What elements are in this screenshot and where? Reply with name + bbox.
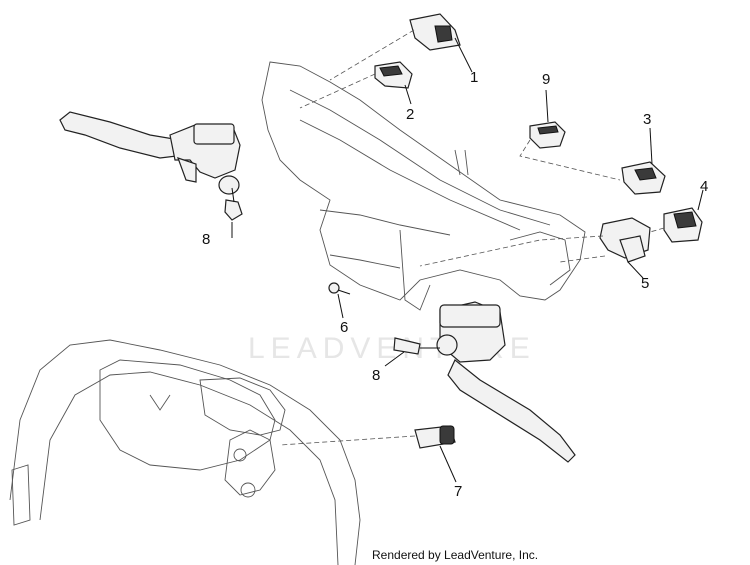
- handlebar-housing: [261, 61, 586, 311]
- part-6-screw: [328, 282, 351, 295]
- callout-9: 9: [542, 71, 551, 88]
- callout-6: 6: [340, 319, 349, 336]
- front-fairing: [9, 339, 361, 565]
- part-8-right-sensor: [393, 337, 440, 355]
- part-5-housing: [599, 217, 651, 263]
- callout-2: 2: [406, 106, 415, 123]
- callout-leaders: [231, 37, 704, 483]
- callout-5: 5: [641, 275, 650, 292]
- part-1-switch: [409, 13, 461, 51]
- callout-3: 3: [643, 111, 652, 128]
- left-brake-lever: [59, 111, 241, 195]
- part-9-button: [529, 121, 566, 149]
- callout-8-left: 8: [202, 231, 211, 248]
- part-7-plug: [414, 425, 456, 449]
- part-8-left-sensor: [224, 187, 243, 221]
- callout-8-right: 8: [372, 367, 381, 384]
- callout-4: 4: [700, 178, 709, 195]
- part-3-switch: [621, 161, 666, 195]
- assembly-lines: [279, 29, 665, 446]
- right-brake-lever: [436, 301, 576, 463]
- callout-7: 7: [454, 483, 463, 500]
- part-4-switch: [663, 207, 703, 243]
- part-2-switch: [374, 61, 413, 89]
- render-credit: Rendered by LeadVenture, Inc.: [372, 548, 539, 562]
- callout-1: 1: [470, 69, 479, 86]
